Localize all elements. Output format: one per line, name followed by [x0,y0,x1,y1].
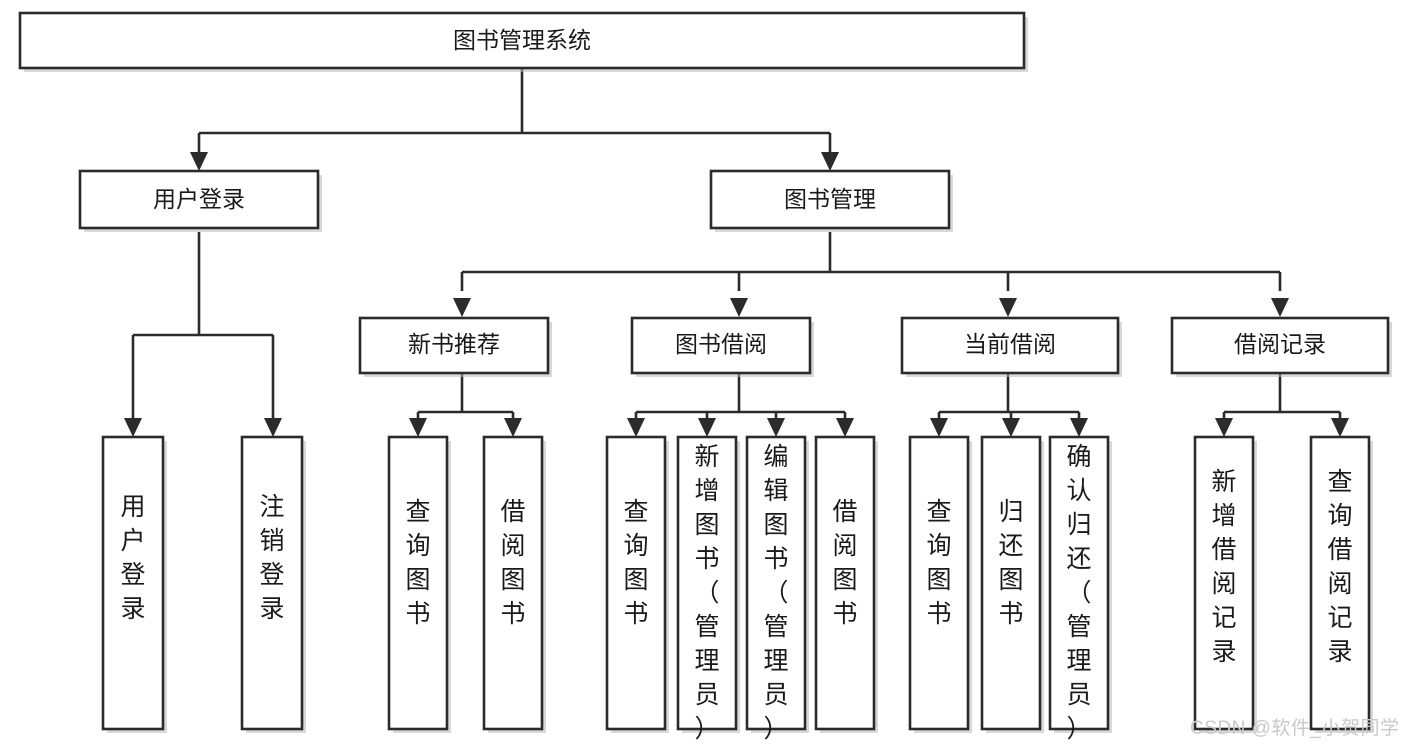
node-leaf-confirm-return-box [1048,435,1110,731]
arrow-leaf-borrow-book-2 [836,418,854,437]
node-leaf-logout-label: 注销登录 [259,493,284,623]
node-borrow-record-label: 借阅记录 [1234,331,1326,357]
node-current-borrow[interactable]: 当前借阅 [900,316,1122,377]
node-leaf-borrow-book-1[interactable]: 借阅图书 [482,435,546,733]
node-leaf-user-login-box [101,435,165,731]
node-leaf-query-book-1[interactable]: 查询图书 [387,435,451,733]
arrow-book-borrow [730,298,748,317]
arrow-leaf-add-book [698,418,716,437]
node-book-manage-box [709,169,951,230]
node-leaf-add-record[interactable]: 新增借阅记录 [1193,435,1257,733]
node-leaf-query-book-3[interactable]: 查询图书 [908,435,972,733]
node-leaf-add-book-box [676,435,738,731]
node-leaf-query-book-3-box [908,435,970,731]
node-leaf-edit-book-label: 编辑图书（管理员） [763,443,788,743]
node-leaf-borrow-book-2-box [814,435,876,731]
arrow-leaf-query-book-3 [930,418,948,437]
csdn-watermark: CSDN @软件_小贺同学 [1190,717,1399,739]
node-leaf-add-book-label: 新增图书（管理员） [694,443,719,743]
node-book-manage-label: 图书管理 [784,186,876,212]
arrow-leaf-borrow-book-1 [504,418,522,437]
arrow-leaf-add-record [1215,418,1233,437]
node-borrow-record-box [1170,316,1390,375]
node-leaf-query-book-1-box [387,435,449,731]
node-leaf-return-book[interactable]: 归还图书 [980,435,1044,733]
node-leaf-return-book-box [980,435,1042,731]
node-book-borrow-label: 图书借阅 [675,331,767,357]
node-leaf-add-record-label: 新增借阅记录 [1211,468,1236,666]
arrow-leaf-query-book-1 [409,418,427,437]
arrow-leaf-return-book [1002,418,1020,437]
node-user-login-label: 用户登录 [153,186,245,212]
node-borrow-record[interactable]: 借阅记录 [1170,316,1392,377]
arrow-current-borrow [999,298,1017,317]
node-leaf-query-record-box [1309,435,1371,731]
node-leaf-confirm-return[interactable]: 确认归还（管理员） [1048,435,1112,743]
node-leaf-query-record-label: 查询借阅记录 [1327,468,1352,666]
node-leaf-query-book-2[interactable]: 查询图书 [605,435,669,733]
node-current-borrow-label: 当前借阅 [964,331,1056,357]
node-leaf-query-book-1-label: 查询图书 [405,498,430,628]
node-leaf-user-login-label: 用户登录 [120,493,145,623]
arrow-leaf-confirm-return [1070,418,1088,437]
node-root[interactable]: 图书管理系统 [18,11,1028,72]
node-leaf-borrow-book-1-box [482,435,544,731]
node-leaf-borrow-book-2-label: 借阅图书 [832,498,857,628]
node-book-borrow[interactable]: 图书借阅 [630,316,814,377]
arrow-leaf-logout [264,418,282,437]
node-leaf-return-book-label: 归还图书 [998,498,1023,628]
node-leaf-query-book-2-label: 查询图书 [623,498,648,628]
node-leaf-borrow-book-2[interactable]: 借阅图书 [814,435,878,733]
node-user-login-box [78,169,320,230]
arrow-leaf-user-login [124,418,142,437]
node-leaf-user-login[interactable]: 用户登录 [101,435,167,733]
node-new-book-rec-label: 新书推荐 [408,331,500,357]
node-leaf-confirm-return-label: 确认归还（管理员） [1066,443,1091,743]
node-leaf-add-record-box [1193,435,1255,731]
node-leaf-query-book-2-box [605,435,667,731]
node-new-book-rec-box [358,316,550,375]
node-book-borrow-box [630,316,812,375]
node-new-book-rec[interactable]: 新书推荐 [358,316,552,377]
node-leaf-edit-book[interactable]: 编辑图书（管理员） [745,435,809,743]
arrow-new-book-rec [453,298,471,317]
node-leaf-query-book-3-label: 查询图书 [926,498,951,628]
node-leaf-add-book[interactable]: 新增图书（管理员） [676,435,740,743]
node-leaf-logout-box [240,435,304,731]
node-book-manage[interactable]: 图书管理 [709,169,953,232]
node-leaf-query-record[interactable]: 查询借阅记录 [1309,435,1373,733]
node-user-login[interactable]: 用户登录 [78,169,322,232]
arrow-user-login [190,152,208,171]
arrow-borrow-record [1271,298,1289,317]
arrow-leaf-query-record [1331,418,1349,437]
node-root-box [18,11,1026,70]
arrow-book-manage [821,152,839,171]
node-root-label: 图书管理系统 [453,27,591,53]
node-leaf-edit-book-box [745,435,807,731]
node-leaf-borrow-book-1-label: 借阅图书 [500,498,525,628]
arrow-leaf-query-book-2 [627,418,645,437]
connector-layer [124,68,1349,437]
node-current-borrow-box [900,316,1120,375]
node-leaf-logout[interactable]: 注销登录 [240,435,306,733]
arrow-leaf-edit-book [767,418,785,437]
